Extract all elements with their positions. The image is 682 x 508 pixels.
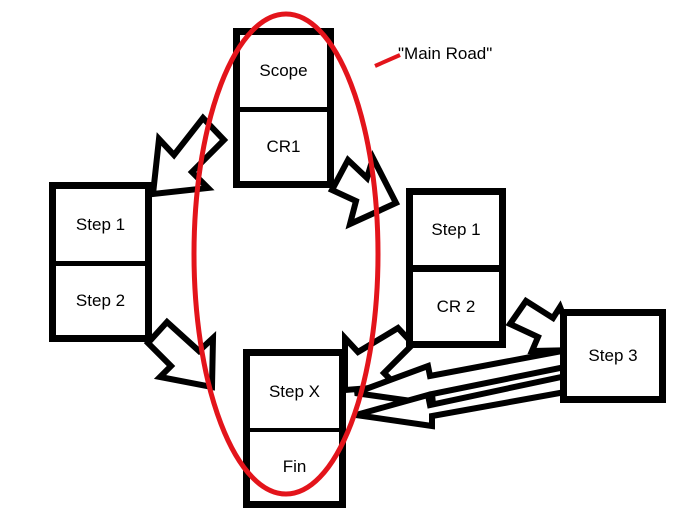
arrow-step3-to-stepx-lower xyxy=(355,369,586,430)
arrow-cr1-to-right-step1 xyxy=(327,149,401,230)
right-step1-label: Step 1 xyxy=(431,220,481,239)
left-step1-label: Step 1 xyxy=(75,215,126,234)
step3-label: Step 3 xyxy=(588,346,638,365)
left-step2-box: Step 2 xyxy=(49,262,152,342)
arrow-cr1-to-left-step1 xyxy=(149,113,229,198)
stepx-label: Step X xyxy=(268,382,321,401)
scope-label: Scope xyxy=(259,61,308,80)
fin-label: Fin xyxy=(282,456,307,476)
cr2-label: CR 2 xyxy=(436,296,476,316)
stepx-box: Step X xyxy=(243,349,346,435)
fin-box: Fin xyxy=(243,428,346,508)
scope-box: Scope xyxy=(233,28,334,114)
arrow-left-step2-to-stepx xyxy=(143,317,217,391)
right-step1-box: Step 1 xyxy=(406,188,506,272)
cr2-box: CR 2 xyxy=(406,268,506,348)
left-step2-label: Step 2 xyxy=(75,290,126,310)
cr1-box: CR1 xyxy=(233,108,334,188)
cr1-label: CR1 xyxy=(266,136,301,156)
main-road-label: "Main Road" xyxy=(398,44,493,63)
left-step1-box: Step 1 xyxy=(49,182,152,268)
step3-box: Step 3 xyxy=(560,309,666,403)
arrow-step3-to-stepx-upper xyxy=(353,344,584,408)
main-road-pointer-line xyxy=(374,53,401,68)
